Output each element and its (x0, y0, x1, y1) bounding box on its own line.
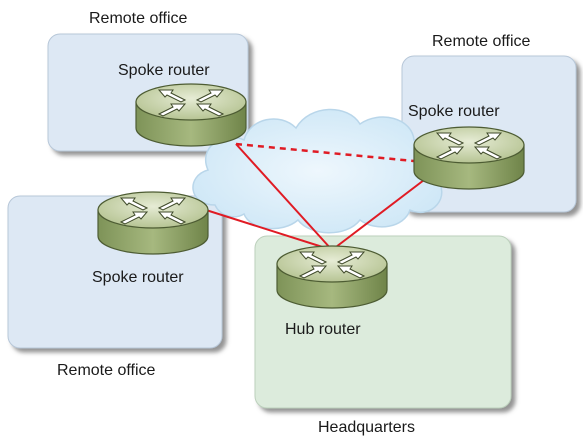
office-label-top-right: Remote office (432, 33, 531, 50)
link-bottom-left-to-hub (205, 209, 333, 251)
office-label-top-left: Remote office (89, 10, 188, 27)
link-top-left-to-hub (235, 143, 333, 251)
router-label-bottom-left: Spoke router (92, 269, 184, 286)
link-top-right-to-hub (331, 179, 425, 251)
hub-router-label: Hub router (285, 321, 361, 338)
office-label-bottom-left: Remote office (57, 362, 156, 379)
router-icon (413, 126, 525, 190)
link-top-left-to-top-right (235, 142, 425, 164)
router-icon (135, 83, 247, 147)
router-label-top-right: Spoke router (408, 103, 500, 120)
router-icon (276, 245, 388, 309)
router-label-top-left: Spoke router (118, 62, 210, 79)
headquarters-label: Headquarters (318, 419, 415, 436)
router-icon (97, 191, 209, 255)
